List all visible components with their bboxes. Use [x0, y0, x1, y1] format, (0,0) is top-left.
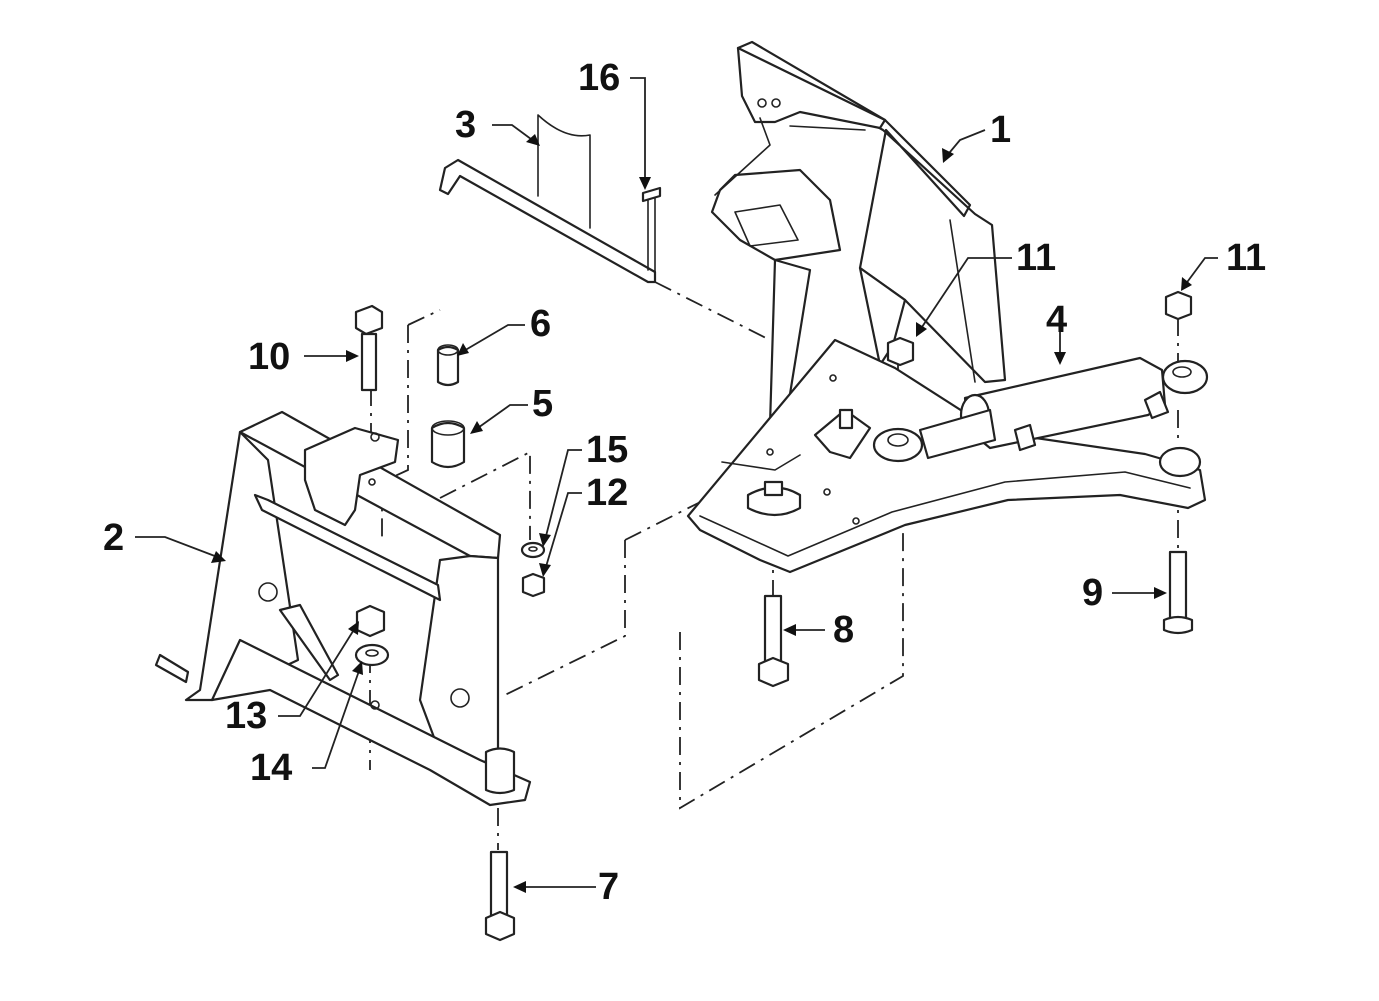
- main-frame: [686, 40, 1207, 574]
- callout-3: 3: [455, 104, 476, 146]
- bolt-8: [757, 594, 790, 688]
- washer-14: [354, 643, 390, 667]
- callout-10: 10: [248, 336, 290, 378]
- leader-arrowheads: [211, 134, 1192, 893]
- callout-9: 9: [1082, 572, 1103, 614]
- callout-labels: 1 2 3 4 5 6 7 8 9 10 11 11 12 13 14 15 1…: [103, 57, 1266, 908]
- leader-lines: [135, 77, 1218, 888]
- nut-11-right: [1164, 290, 1193, 321]
- cotter-pins: [641, 186, 662, 273]
- callout-12: 12: [586, 472, 628, 514]
- callout-1: 1: [990, 109, 1011, 151]
- callout-8: 8: [833, 609, 854, 651]
- callout-13: 13: [225, 695, 267, 737]
- lift-rod: [438, 114, 657, 284]
- callout-15: 15: [586, 429, 628, 471]
- callout-5: 5: [532, 383, 553, 425]
- callout-11-left: 11: [1016, 237, 1056, 279]
- bushing: [430, 420, 466, 469]
- bolt-9: [1162, 550, 1194, 635]
- nut-13: [355, 604, 386, 638]
- callout-7: 7: [598, 866, 619, 908]
- callout-2: 2: [103, 517, 124, 559]
- nut-12: [521, 572, 546, 598]
- spacer: [436, 344, 460, 387]
- callout-11-right: 11: [1226, 237, 1266, 279]
- bolt-7: [484, 850, 516, 942]
- bolt-10: [354, 304, 384, 392]
- mount-bracket: [154, 410, 532, 807]
- callout-14: 14: [250, 747, 292, 789]
- callout-16: 16: [578, 57, 620, 99]
- washer-15: [520, 541, 546, 559]
- hydraulic-cylinder: [872, 356, 1209, 478]
- nut-11-left: [886, 336, 915, 367]
- callout-4: 4: [1046, 299, 1067, 341]
- callout-6: 6: [530, 303, 551, 345]
